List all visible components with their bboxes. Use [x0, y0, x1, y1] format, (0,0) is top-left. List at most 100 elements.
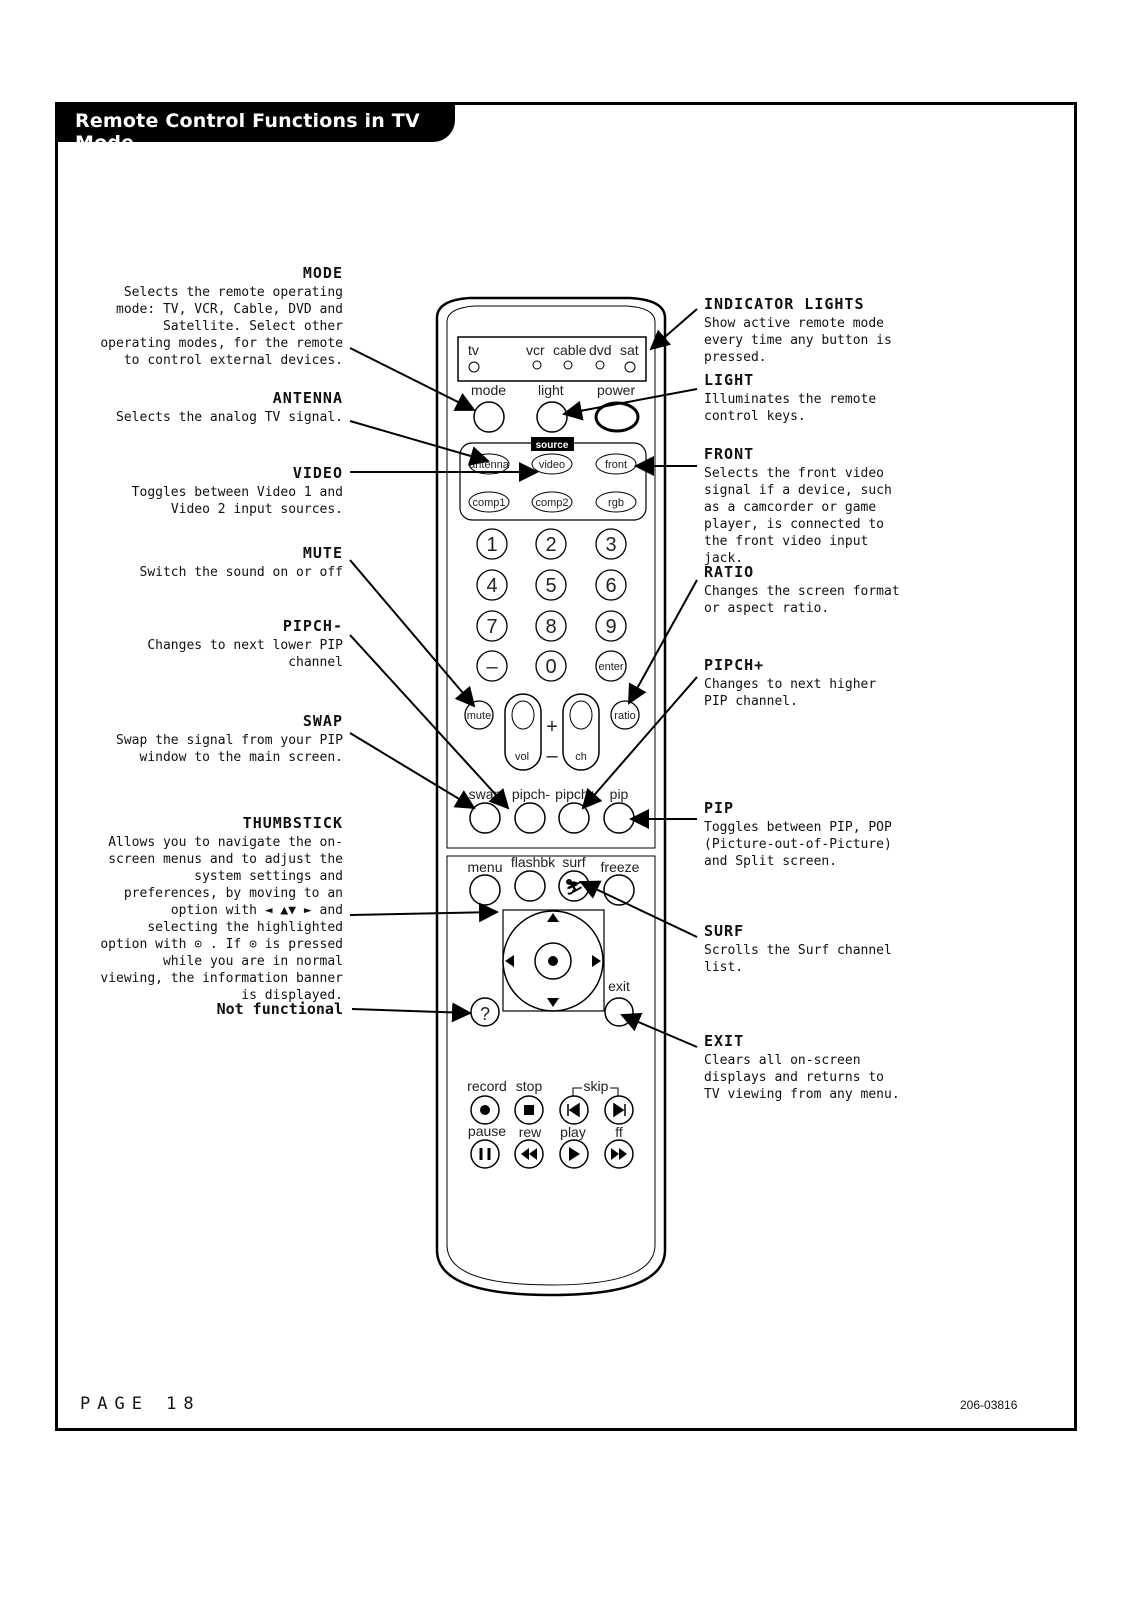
ratio-label: ratio	[614, 710, 635, 722]
annotation-mode: MODE Selects the remote operating mode: …	[100, 265, 343, 369]
annotation-text: Scrolls the Surf channel list.	[704, 943, 892, 975]
digit-label: 2	[545, 534, 556, 556]
swap-button[interactable]	[469, 802, 501, 834]
annotation-video: VIDEO Toggles between Video 1 and Video …	[100, 465, 343, 518]
digit-8-button[interactable]	[535, 610, 567, 642]
freeze-label: freeze	[601, 859, 640, 875]
indicator-window	[457, 336, 647, 382]
mode-label: mode	[471, 382, 506, 398]
number-pad: 1 2 3 4 5 6 7 8 9 – 0 enter	[476, 528, 627, 682]
down-arrow-icon[interactable]	[547, 998, 559, 1007]
digit-6-button[interactable]	[595, 569, 627, 601]
section-header: Remote Control Functions in TV Mode	[55, 102, 455, 154]
digit-label: 8	[545, 616, 556, 638]
annotation-text: Changes the screen format or aspect rati…	[704, 584, 900, 616]
source-badge	[531, 437, 574, 451]
light-button[interactable]	[536, 401, 568, 433]
indicator-light-cable	[563, 360, 573, 370]
digit-9-button[interactable]	[595, 610, 627, 642]
digit-label: 3	[605, 534, 616, 556]
left-arrow-icon[interactable]	[505, 955, 514, 967]
flashbk-button[interactable]	[514, 870, 546, 902]
leader-lines	[349, 308, 698, 1048]
annotation-title: VIDEO	[292, 464, 343, 482]
pipch-minus-button[interactable]	[514, 802, 546, 834]
mute-button[interactable]	[464, 700, 494, 730]
swap-label: swap	[469, 786, 502, 802]
power-button[interactable]	[594, 401, 640, 433]
ff-label: ff	[615, 1124, 623, 1140]
annotation-text: Show active remote mode every time any b…	[704, 316, 892, 365]
annotation-pip: PIP Toggles between PIP, POP (Picture-ou…	[704, 800, 904, 870]
pip-button[interactable]	[603, 802, 635, 834]
enter-button[interactable]	[595, 650, 627, 682]
leader-not-functional	[351, 1002, 472, 1023]
annotation-title: LIGHT	[704, 371, 755, 389]
digit-7-button[interactable]	[476, 610, 508, 642]
mode-label-vcr: vcr	[526, 342, 545, 358]
annotation-light: LIGHT Illuminates the remote control key…	[704, 372, 904, 425]
light-label: light	[538, 382, 564, 398]
mode-button[interactable]	[473, 401, 505, 433]
digit-2-button[interactable]	[535, 528, 567, 560]
annotation-title: ANTENNA	[272, 389, 343, 407]
leader-indicator-lights	[649, 308, 698, 351]
annotation-title: SWAP	[302, 712, 343, 730]
power-label: power	[597, 382, 635, 398]
page-number: PAGE 18	[80, 1394, 201, 1414]
annotation-text: Selects the analog TV signal.	[116, 410, 343, 425]
mode-label-dvd: dvd	[589, 342, 612, 358]
digit-0-button[interactable]	[535, 650, 567, 682]
dash-button[interactable]	[476, 650, 508, 682]
digit-3-button[interactable]	[595, 528, 627, 560]
annotation-text: Switch the sound on or off	[139, 565, 344, 580]
comp2-button[interactable]	[531, 491, 573, 513]
mute-label: mute	[467, 710, 491, 722]
digit-1-button[interactable]	[476, 528, 508, 560]
digit-5-button[interactable]	[535, 569, 567, 601]
annotation-mute: MUTE Switch the sound on or off	[100, 545, 344, 581]
annotation-title: PIPCH-	[282, 617, 343, 635]
record-label: record	[467, 1078, 507, 1094]
annotation-front: FRONT Selects the front video signal if …	[704, 446, 904, 567]
stop-icon	[524, 1105, 534, 1115]
annotation-title: EXIT	[704, 1032, 745, 1050]
comp1-button[interactable]	[468, 491, 510, 513]
minus-sign: –	[546, 745, 558, 767]
annotation-text: Toggles between PIP, POP (Picture-out-of…	[704, 820, 892, 869]
skip-forward-icon	[613, 1102, 626, 1118]
pipch-plus-button[interactable]	[558, 802, 590, 834]
leader-pipch-plus	[581, 676, 698, 810]
leader-exit	[620, 1012, 698, 1048]
pause-icon	[479, 1148, 491, 1160]
source-label: source	[536, 440, 569, 451]
page-frame	[55, 102, 1077, 1431]
play-icon	[569, 1147, 580, 1161]
digit-4-button[interactable]	[476, 569, 508, 601]
annotation-ratio: RATIO Changes the screen format or aspec…	[704, 564, 904, 617]
skip-back-icon	[567, 1102, 580, 1118]
rgb-button[interactable]	[595, 491, 637, 513]
up-arrow-icon[interactable]	[547, 913, 559, 922]
pip-label: pip	[610, 786, 629, 802]
rewind-icon	[521, 1148, 537, 1160]
annotation-text: Selects the remote operating mode: TV, V…	[100, 285, 343, 368]
digit-label: 0	[545, 656, 556, 678]
right-arrow-icon[interactable]	[592, 955, 601, 967]
comp1-label: comp1	[472, 497, 505, 509]
ratio-button[interactable]	[610, 700, 640, 730]
channel-up-button[interactable]	[569, 700, 593, 730]
annotation-exit: EXIT Clears all on-screen displays and r…	[704, 1033, 904, 1103]
exit-button[interactable]	[604, 997, 634, 1027]
digit-label: 7	[486, 616, 497, 638]
annotation-title: Not functional	[216, 1000, 343, 1018]
annotation-pipch-plus: PIPCH+ Changes to next higher PIP channe…	[704, 657, 904, 710]
volume-up-button[interactable]	[511, 700, 535, 730]
pause-button[interactable]	[470, 1139, 500, 1169]
menu-button[interactable]	[469, 874, 501, 906]
indicator-light-dvd	[595, 360, 605, 370]
ch-label: ch	[575, 751, 587, 763]
leader-swap	[349, 732, 476, 810]
surfer-icon: ⛷	[564, 878, 583, 896]
flashbk-label: flashbk	[511, 854, 556, 870]
